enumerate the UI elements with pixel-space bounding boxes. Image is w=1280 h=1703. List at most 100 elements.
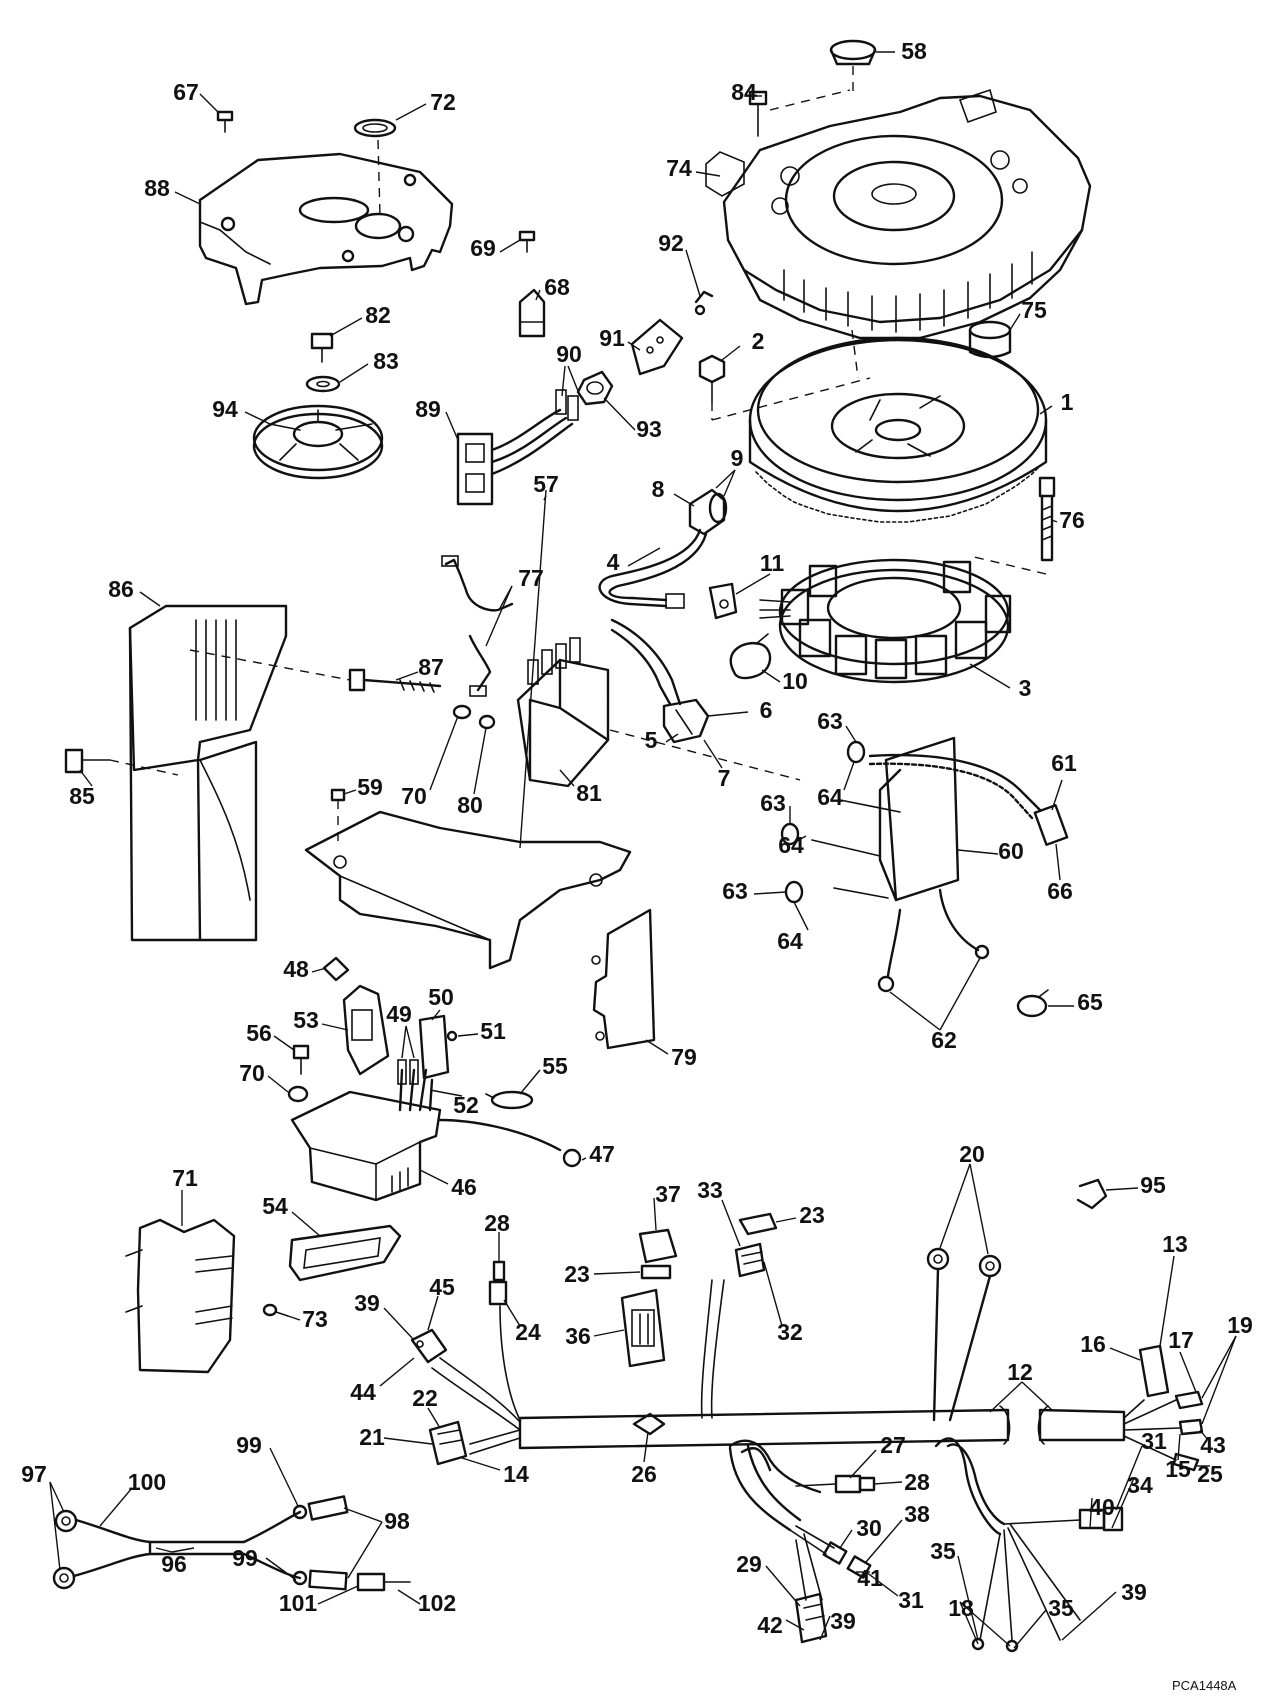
callout-c12: 12	[1007, 1359, 1033, 1385]
callout-c101: 101	[279, 1590, 318, 1616]
bracket-60	[780, 736, 1069, 993]
callout-c37: 37	[655, 1181, 681, 1207]
callout-c91: 91	[599, 325, 625, 351]
callout-c64b: 64	[778, 832, 804, 858]
callout-c6: 6	[760, 697, 773, 723]
callout-c48: 48	[283, 956, 309, 982]
grommet-8	[688, 488, 728, 536]
callout-c89: 89	[415, 396, 441, 422]
callout-c47: 47	[589, 1141, 615, 1167]
callout-c53: 53	[293, 1007, 319, 1033]
connector-32	[734, 1212, 778, 1278]
callout-c21: 21	[359, 1424, 385, 1450]
callout-c92: 92	[658, 230, 684, 256]
branch-harness-40	[934, 1437, 1124, 1653]
callout-c20: 20	[959, 1141, 985, 1167]
screw-56	[292, 1044, 310, 1075]
callout-c93: 93	[636, 416, 662, 442]
callout-c85: 85	[69, 783, 95, 809]
callout-c10: 10	[782, 668, 808, 694]
callout-c4: 4	[607, 549, 620, 575]
callout-c59: 59	[357, 774, 383, 800]
callout-c102: 102	[418, 1590, 456, 1616]
callout-c63a: 63	[817, 708, 843, 734]
callout-c80: 80	[457, 792, 483, 818]
callout-c16: 16	[1080, 1331, 1106, 1357]
callout-c79: 79	[671, 1044, 697, 1070]
callout-c74: 74	[666, 155, 692, 181]
callout-c31b: 31	[898, 1587, 924, 1613]
callout-c97: 97	[21, 1461, 47, 1487]
plate-79	[591, 908, 656, 1050]
callout-c90: 90	[556, 341, 582, 367]
callout-c17: 17	[1168, 1327, 1194, 1353]
callout-c8: 8	[652, 476, 665, 502]
callout-c27: 27	[880, 1432, 906, 1458]
clip-95	[1076, 1178, 1108, 1210]
callout-c33: 33	[697, 1177, 723, 1203]
strap-10	[729, 633, 772, 680]
callout-c18: 18	[948, 1595, 974, 1621]
bolt-82	[310, 332, 334, 363]
connector-37	[638, 1228, 678, 1280]
callout-c41: 41	[857, 1565, 883, 1591]
screw-59	[330, 788, 346, 842]
callout-c71: 71	[172, 1165, 198, 1191]
callout-c11: 11	[760, 550, 785, 576]
callout-c28b: 28	[904, 1469, 930, 1495]
clamp-65	[1016, 989, 1049, 1018]
harness-12	[431, 1279, 1126, 1455]
washer-70-lower	[287, 1085, 309, 1103]
callout-c73: 73	[302, 1306, 328, 1332]
washer-70-upper	[452, 704, 472, 720]
callout-c94: 94	[212, 396, 238, 422]
callout-c96: 96	[161, 1551, 187, 1577]
callout-c55: 55	[542, 1053, 568, 1079]
callout-c5: 5	[645, 727, 658, 753]
plug-72	[353, 118, 397, 217]
callout-c52: 52	[453, 1092, 479, 1118]
lead-77	[441, 555, 514, 697]
leader-lines	[49, 51, 1237, 1649]
plug-58	[829, 39, 877, 96]
callout-c99a: 99	[236, 1432, 262, 1458]
callout-c44: 44	[350, 1379, 376, 1405]
clip-11	[708, 582, 738, 620]
callout-c35a: 35	[930, 1538, 956, 1564]
flywheel-cover-74	[705, 88, 1092, 340]
callout-c64a: 64	[817, 784, 843, 810]
callout-c64c: 64	[777, 928, 803, 954]
gasket-54	[288, 1224, 402, 1282]
callout-c84: 84	[731, 79, 757, 105]
screw-84	[748, 89, 851, 137]
callout-c39a: 39	[354, 1290, 380, 1316]
cover-plate-88	[198, 152, 454, 306]
washer-83	[305, 375, 341, 393]
callout-c46: 46	[451, 1174, 477, 1200]
callout-c39c: 39	[1121, 1579, 1147, 1605]
callout-c50: 50	[428, 984, 454, 1010]
callout-c100: 100	[128, 1469, 166, 1495]
callout-c70a: 70	[401, 783, 427, 809]
callout-c31a: 31	[1141, 1428, 1167, 1454]
callout-c40: 40	[1089, 1494, 1115, 1520]
coil-81	[516, 637, 801, 788]
callout-c76: 76	[1059, 507, 1085, 533]
pulley-94	[252, 404, 384, 480]
callout-c75: 75	[1021, 297, 1047, 323]
callout-c45: 45	[429, 1274, 455, 1300]
callout-c29: 29	[736, 1551, 762, 1577]
connector-53	[342, 984, 390, 1076]
callout-c82: 82	[365, 302, 391, 328]
callout-c88: 88	[144, 175, 170, 201]
cable-4	[598, 528, 708, 609]
pin-92	[694, 290, 714, 316]
stator-3	[759, 558, 1012, 684]
callout-c77: 77	[518, 565, 544, 591]
callout-c87: 87	[418, 654, 444, 680]
callout-c39b: 39	[830, 1608, 856, 1634]
flywheel-1	[748, 329, 1048, 523]
callout-c60: 60	[998, 838, 1024, 864]
figure-code: PCA1448A	[1172, 1678, 1237, 1693]
